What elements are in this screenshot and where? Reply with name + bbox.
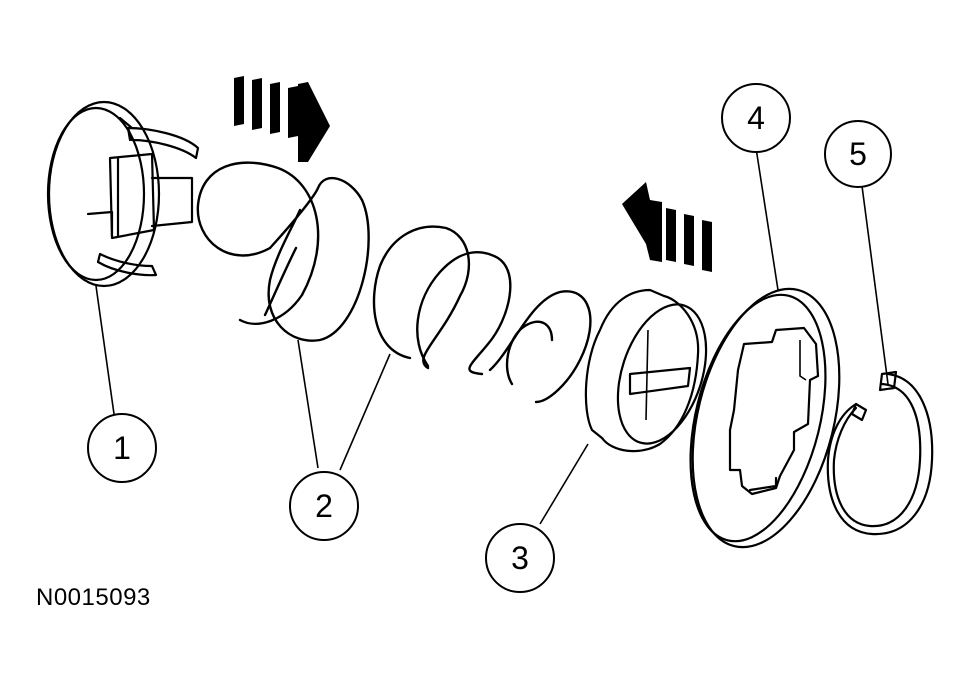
- part-5-snap-ring: [826, 370, 934, 536]
- arrow-right-icon: [234, 76, 330, 162]
- callout-2: 2: [289, 471, 359, 541]
- figure-id: N0015093: [36, 584, 151, 611]
- callout-4: 4: [721, 83, 791, 153]
- callout-3-label: 3: [511, 540, 529, 576]
- callout-5: 5: [824, 120, 892, 188]
- callout-4-label: 4: [747, 100, 765, 136]
- callout-5-label: 5: [849, 136, 867, 172]
- callout-1-label: 1: [113, 430, 131, 466]
- part-1-spring-retainer: [46, 100, 200, 288]
- arrow-left-icon: [622, 182, 712, 272]
- callout-3: 3: [485, 523, 555, 593]
- leader-lines: [95, 147, 889, 525]
- part-4-thrust-washer: [689, 287, 841, 549]
- part-3-collar: [584, 288, 708, 453]
- callout-1: 1: [87, 413, 157, 483]
- part-2-springs: [196, 161, 592, 404]
- callout-2-label: 2: [315, 488, 333, 524]
